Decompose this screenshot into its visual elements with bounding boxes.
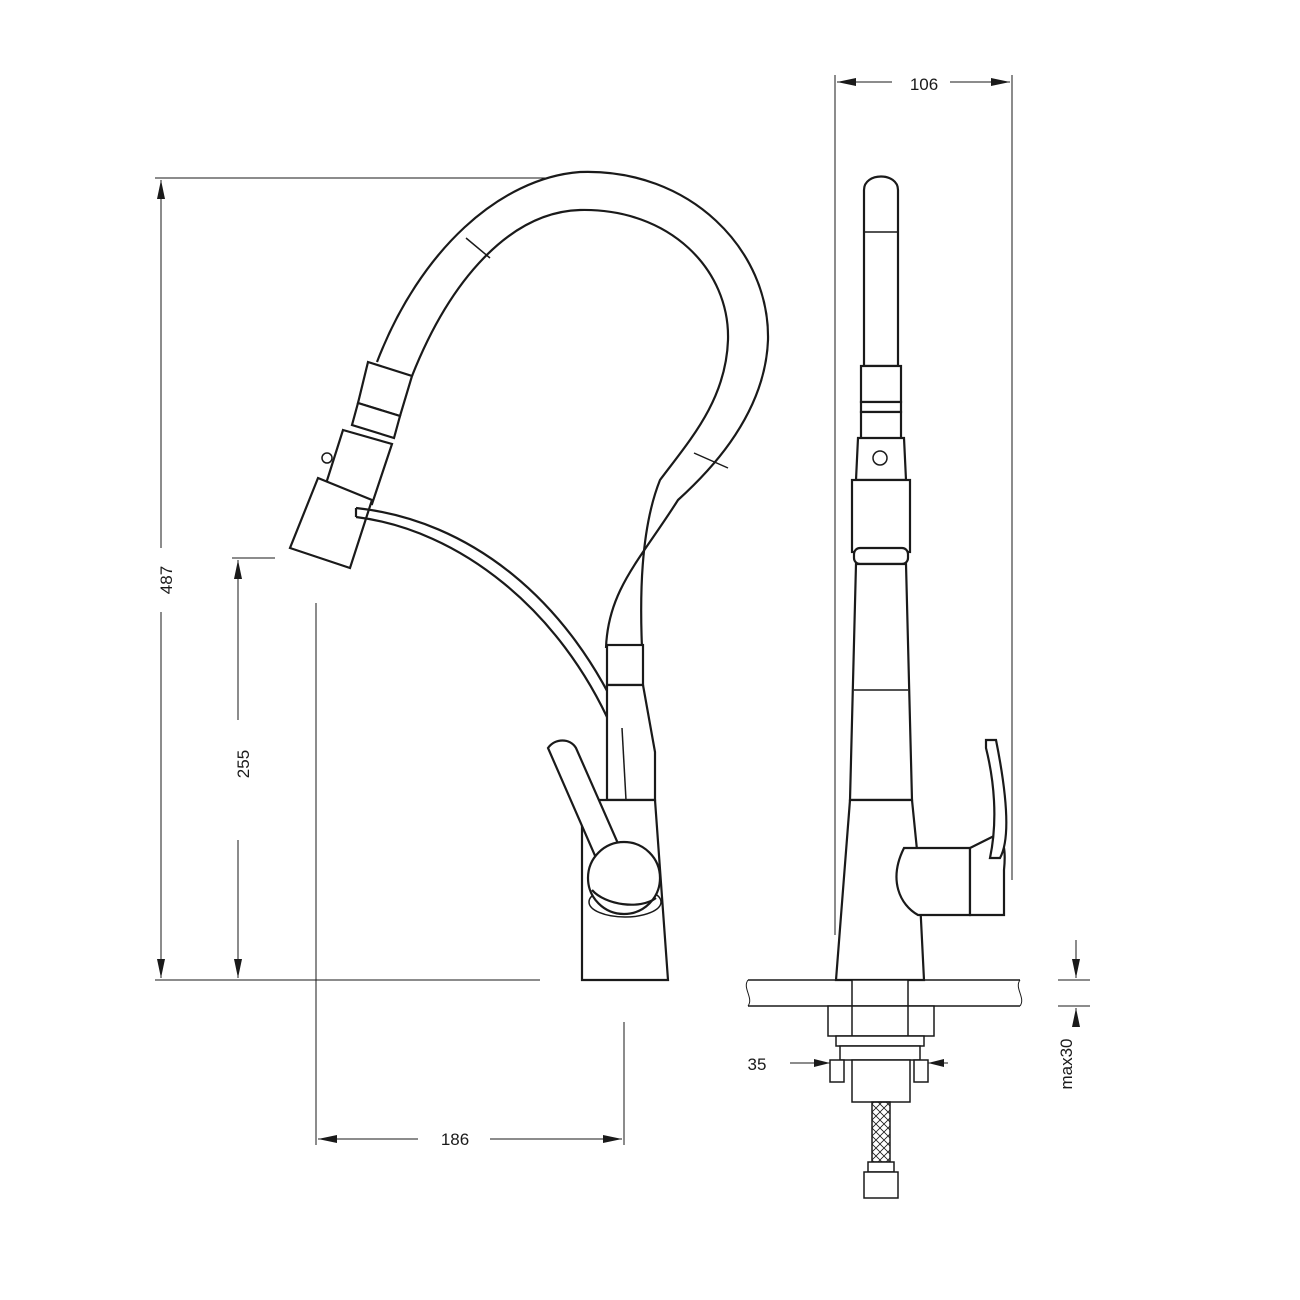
dimension-total-height: 487 [157,180,176,978]
side-handle [895,738,1008,917]
label-side-width: 106 [910,75,938,94]
side-spray-head [850,364,912,566]
label-hole-diameter: 35 [748,1055,767,1074]
side-spray-button-icon [872,450,888,466]
mounting-assembly [827,979,935,1103]
dimension-spout-reach: 186 [318,1130,622,1149]
spout-column [605,643,657,802]
flexible-hose [375,170,770,649]
spray-button-icon [321,452,333,464]
spray-head [288,360,414,570]
handle-lever [546,739,662,916]
support-rod [354,506,627,729]
label-spout-reach: 186 [441,1130,469,1149]
label-total-height: 487 [157,566,176,594]
label-spout-height: 255 [234,750,253,778]
front-view: 487 255 186 [155,170,770,1149]
side-hose [862,175,900,368]
dimension-counter-thickness: max30 [1057,940,1090,1090]
supply-hose [863,1101,899,1199]
dimension-spout-height: 255 [234,560,253,978]
side-view: 106 [745,75,1090,1199]
dimension-hole-diameter: 35 [748,1055,948,1074]
side-spout-body [834,562,926,982]
dimension-side-width: 106 [834,75,1013,935]
label-counter-thickness: max30 [1057,1038,1076,1089]
